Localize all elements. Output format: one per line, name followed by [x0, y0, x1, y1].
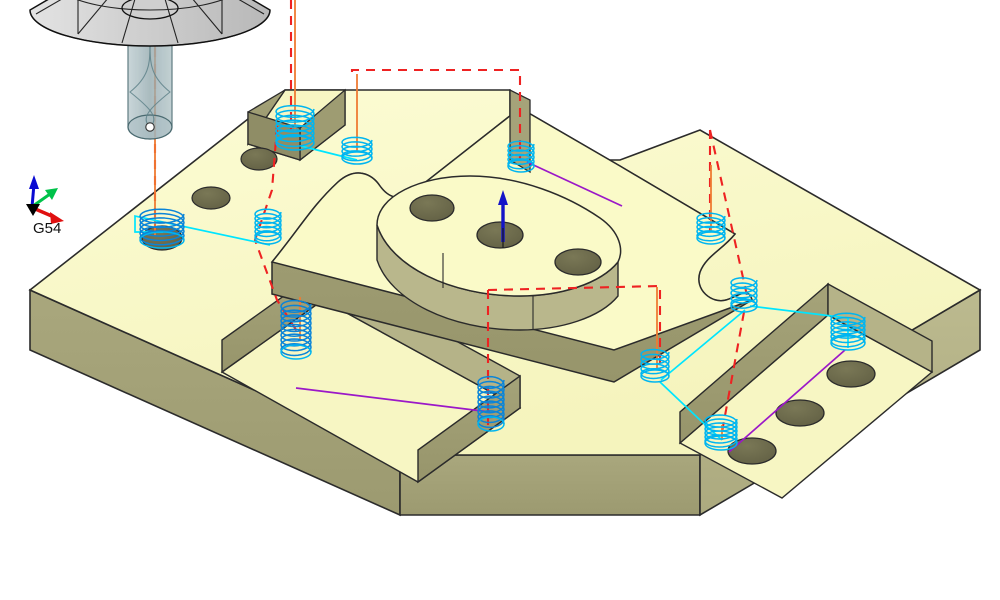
helix-island-right-spiral: [507, 140, 535, 170]
helix-left-pocket-b: [477, 375, 505, 432]
helix-right-pocket-a: [830, 312, 866, 351]
wcs-triad[interactable]: G54: [26, 175, 64, 237]
drill-tool[interactable]: [29, 0, 271, 140]
plink-island-right: [526, 161, 623, 207]
helix-right-notch-finish-circle: [730, 299, 758, 313]
helix-right-pocket-a-spiral: [830, 312, 866, 348]
feature-normal-arrow: [498, 190, 508, 248]
rapid-right-tent-b: [708, 129, 750, 301]
helix-left-top-hole-finish-circle: [139, 231, 185, 249]
helix-left-pocket-b-finish-circle: [477, 416, 505, 432]
helix-island-right-finish-circle: [507, 159, 535, 173]
helix-island-bottom-spiral: [640, 348, 670, 380]
helix-right-pocket-b-spiral: [704, 414, 738, 448]
helix-island-notch: [341, 136, 373, 165]
toolpath-helices[interactable]: [139, 104, 866, 451]
helix-far-right-top-spiral: [696, 212, 726, 242]
helix-far-right-top-finish-circle: [696, 231, 726, 245]
obround-boss[interactable]: [376, 175, 622, 331]
link-step-to-notch: [300, 145, 358, 161]
z-axis-arrow: [29, 175, 39, 189]
helix-step-upper-finish-circle: [275, 135, 315, 151]
helix-right-pocket-b: [704, 414, 738, 451]
hole-right-pocket-3: [727, 437, 777, 465]
wcs-origin-marker: [26, 204, 40, 216]
normal-arrow-head: [498, 190, 508, 205]
helix-far-right-top: [696, 212, 726, 245]
helix-right-notch-spiral: [730, 277, 758, 309]
helix-right-pocket-b-finish-circle: [704, 435, 738, 451]
hole-right-pocket-2: [775, 399, 825, 427]
helix-island-bottom: [640, 348, 670, 383]
helix-island-notch-spiral: [341, 136, 373, 162]
helix-left-pocket-a-finish-circle: [280, 344, 312, 360]
y-axis-arrow: [45, 188, 58, 200]
toolpath-links-purple[interactable]: [295, 161, 846, 453]
tool-tip-point: [145, 122, 155, 132]
right-pocket-holes: [727, 360, 876, 465]
wcs-label-g54: G54: [33, 220, 61, 237]
rapid-right-pocket: [720, 311, 746, 433]
hole-boss-center: [476, 221, 524, 249]
helix-left-pocket-b-spiral: [477, 375, 505, 429]
hole-top-left-3: [240, 147, 278, 171]
helix-left-pocket-a: [280, 299, 312, 360]
helix-step-upper: [275, 104, 315, 151]
helix-left-top-hole: [139, 208, 185, 249]
helix-mid-left-wall-spiral: [254, 208, 282, 242]
tool-holder-facets: [29, 0, 271, 47]
link-pocket-return: [659, 381, 723, 441]
plink-right-pocket: [728, 349, 846, 453]
helix-island-notch-finish-circle: [341, 151, 373, 165]
rapid-island-bracket: [487, 284, 662, 368]
helix-right-pocket-a-finish-circle: [830, 335, 866, 351]
hole-right-pocket-1: [826, 360, 876, 388]
hole-boss-right: [554, 248, 602, 276]
right-pocket[interactable]: [678, 282, 934, 499]
rapid-notch-bracket: [350, 68, 522, 160]
helix-mid-left-wall: [254, 208, 282, 245]
helix-step-upper-spiral: [275, 104, 315, 148]
hole-boss-left: [409, 194, 455, 222]
plink-left-pocket: [295, 387, 491, 413]
link-island-to-notch: [660, 309, 746, 381]
helix-mid-left-wall-finish-circle: [254, 231, 282, 245]
helix-island-right: [507, 140, 535, 173]
helix-left-top-hole-spiral: [139, 208, 185, 246]
helix-island-bottom-finish-circle: [640, 369, 670, 383]
helix-left-pocket-a-spiral: [280, 299, 312, 357]
hole-top-left-2: [191, 186, 231, 210]
right-pocket-far-wall: [827, 282, 933, 374]
x-axis-arrow: [50, 212, 64, 224]
stock-face-front-right: [399, 454, 701, 516]
helix-right-notch: [730, 277, 758, 313]
